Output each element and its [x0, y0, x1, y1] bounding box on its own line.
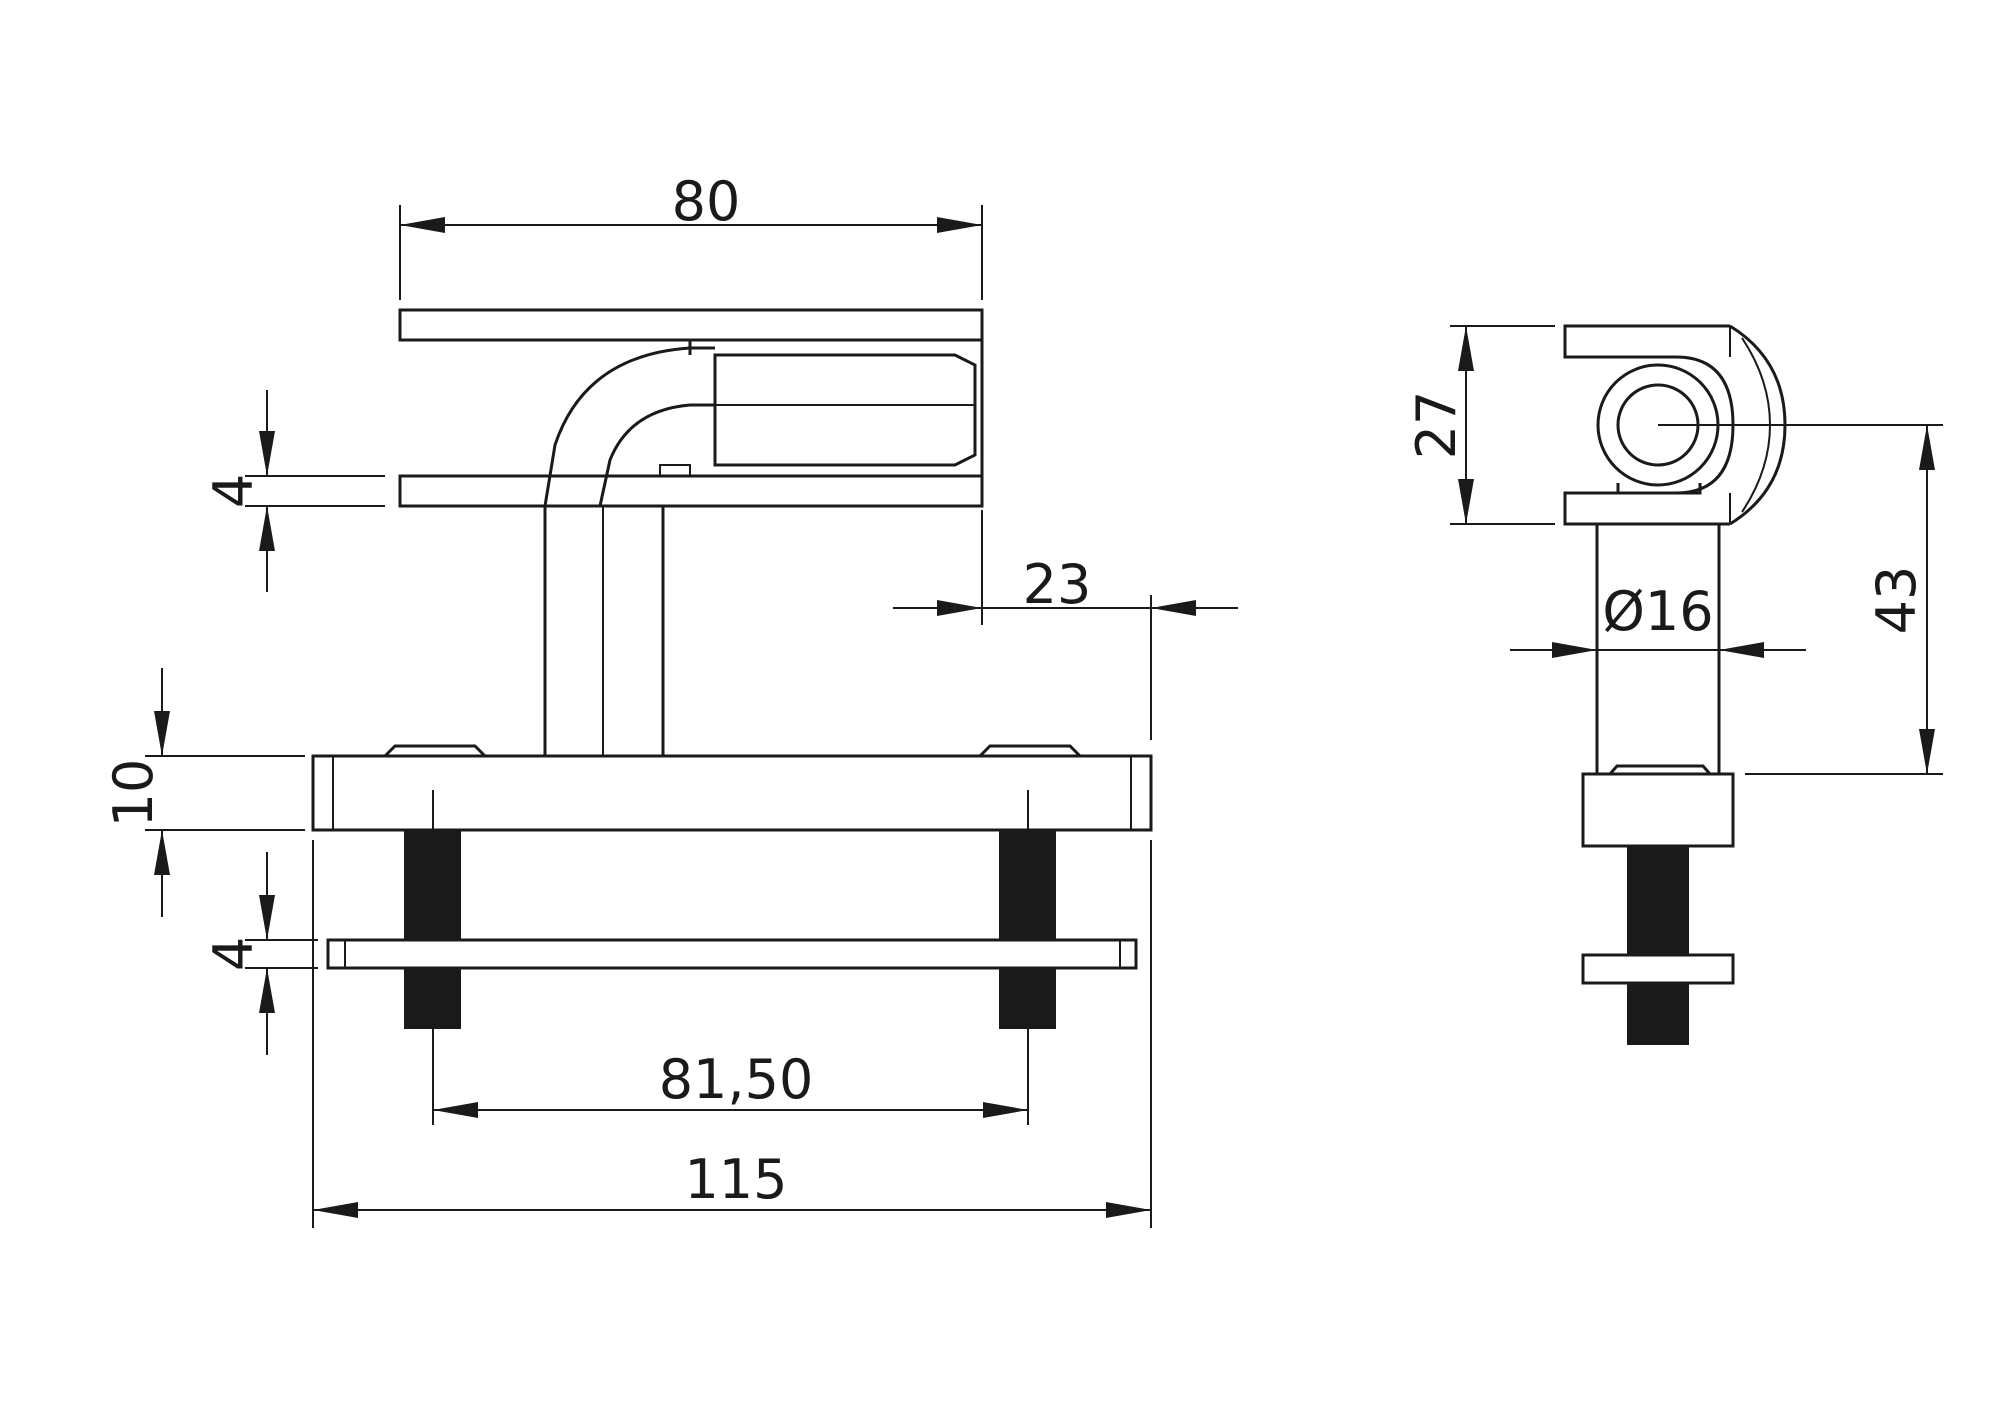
- dimension-lower-plate-thickness: 4: [202, 852, 318, 1055]
- side-base-block: [1581, 772, 1735, 848]
- dimension-label-post-diameter: Ø16: [1602, 580, 1713, 643]
- dimension-label-base-thickness: 10: [102, 759, 165, 828]
- clamp-tube: [713, 353, 977, 467]
- lower-plate: [326, 938, 1138, 970]
- top-clamp-plate: [398, 308, 984, 342]
- elbow-bend: [543, 346, 715, 507]
- side-view: [1563, 324, 1787, 1045]
- dimension-label-upper-plate: 4: [202, 474, 265, 508]
- dimension-side-total-height: 43: [1658, 424, 1943, 775]
- dimension-label-side-total-height: 43: [1865, 566, 1928, 635]
- dimension-label-base-width: 115: [684, 1148, 787, 1211]
- dimension-side-height: 27: [1405, 325, 1555, 525]
- dimension-post-diameter: Ø16: [1510, 580, 1806, 658]
- dimension-label-bolt-spacing: 81,50: [659, 1048, 814, 1111]
- dimension-label-overhang: 23: [1023, 553, 1092, 616]
- side-lower-plate: [1581, 953, 1735, 985]
- dimension-bolt-spacing: 81,50: [432, 1045, 1029, 1125]
- dimension-overhang: 23: [893, 510, 1238, 740]
- dimension-label-top-width: 80: [672, 170, 741, 233]
- dimension-top-width: 80: [399, 170, 983, 300]
- dimension-label-side-height: 27: [1405, 391, 1468, 460]
- upper-clamp-plate: [398, 474, 984, 508]
- dimension-label-lower-plate: 4: [202, 937, 265, 971]
- dimension-upper-plate-thickness: 4: [202, 390, 385, 592]
- dimension-base-thickness: 10: [102, 668, 305, 917]
- base-plate: [311, 754, 1153, 832]
- front-view: [311, 308, 1153, 1045]
- dimension-base-width: 115: [312, 840, 1152, 1228]
